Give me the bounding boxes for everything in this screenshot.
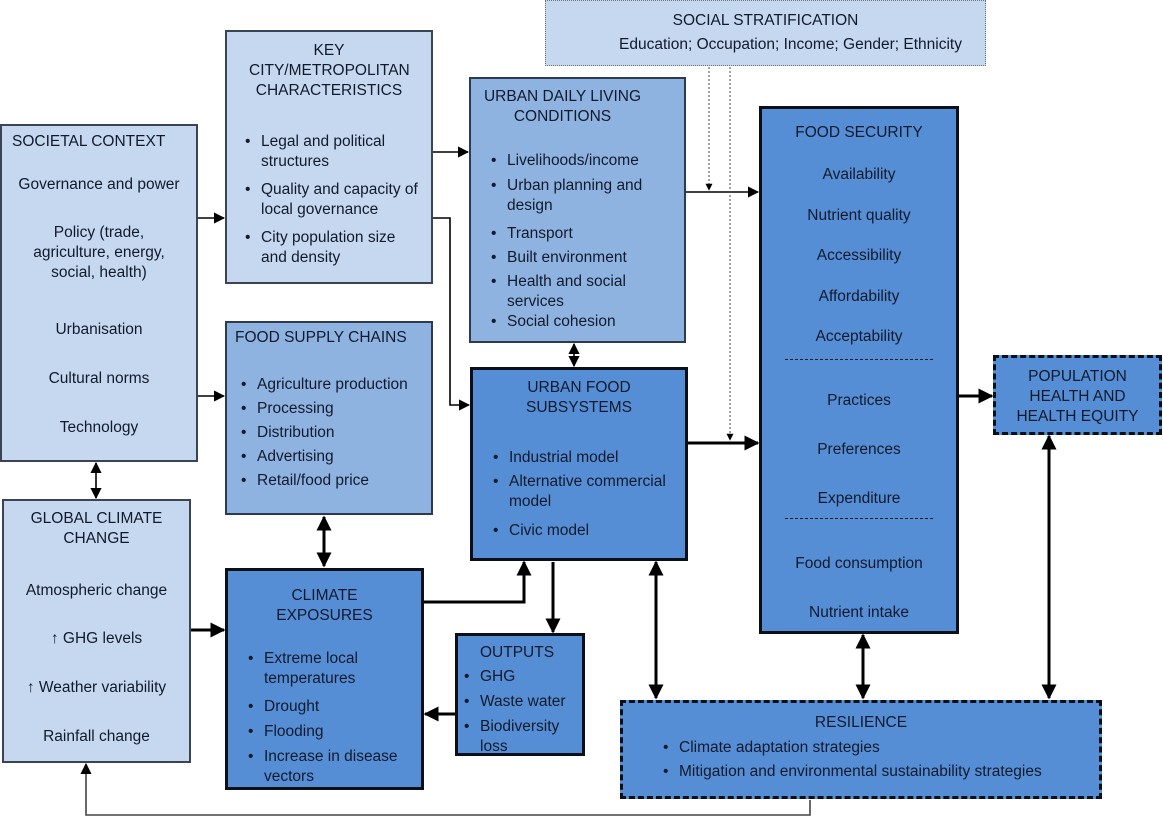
urban-daily-living-item: Social cohesion (487, 312, 683, 332)
food-security-item: Practices (827, 392, 891, 409)
societal-context-item: Cultural norms (48, 370, 150, 387)
key-city-item: Quality and capacity of local governance (241, 180, 421, 220)
social-stratification-box: SOCIAL STRATIFICATION Education; Occupat… (545, 0, 986, 66)
resilience-title: RESILIENCE (814, 714, 908, 731)
societal-context-item: Governance and power (18, 176, 180, 193)
resilience-box: RESILIENCE Climate adaptation strategies… (620, 700, 1102, 799)
outputs-title: OUTPUTS (480, 644, 555, 661)
arrow-keycity-to-foodsubsystems (433, 217, 471, 411)
food-security-title: FOOD SECURITY (795, 124, 923, 141)
food-security-item: Preferences (817, 441, 901, 458)
key-city-title: KEY CITY/METROPOLITAN CHARACTERISTICS (249, 42, 410, 99)
urban-food-subsystems-item: Alternative commercial model (489, 472, 685, 512)
outputs-box: OUTPUTS GHG Waste water Biodiversity los… (455, 633, 585, 756)
resilience-item: Climate adaptation strategies (659, 738, 1099, 758)
food-supply-chains-box: FOOD SUPPLY CHAINS Agriculture productio… (225, 321, 433, 515)
climate-exposures-item: Flooding (244, 722, 422, 742)
food-supply-chains-item: Advertising (237, 447, 433, 467)
urban-daily-living-item: Urban planning and design (487, 176, 683, 216)
global-climate-change-item-text: GHG levels (62, 630, 143, 647)
key-city-item: Legal and political structures (241, 132, 421, 172)
climate-exposures-item: Extreme local temperatures (244, 649, 422, 689)
urban-food-subsystems-item: Civic model (489, 521, 685, 541)
global-climate-change-item: Rainfall change (43, 728, 150, 745)
resilience-list: Climate adaptation strategies Mitigation… (659, 738, 1099, 782)
urban-food-subsystems-item: Industrial model (489, 448, 685, 468)
urban-daily-living-title: URBAN DAILY LIVING CONDITIONS (483, 88, 642, 125)
urban-daily-living-item: Built environment (487, 248, 683, 268)
social-stratification-subtitle: Education; Occupation; Income; Gender; E… (619, 36, 962, 53)
food-supply-chains-item: Agriculture production (237, 375, 433, 395)
increase-arrow-icon: ↑ (26, 679, 35, 696)
societal-context-item: Urbanisation (55, 321, 143, 338)
food-security-separator (785, 359, 933, 360)
population-health-title: POPULATION HEALTH AND HEALTH EQUITY (1016, 368, 1139, 425)
food-security-item: Accessibility (816, 247, 902, 264)
population-health-box: POPULATION HEALTH AND HEALTH EQUITY (993, 355, 1162, 435)
global-climate-change-item: ↑ Weather variability (4, 678, 189, 698)
food-security-box: FOOD SECURITY Availability Nutrient qual… (759, 106, 959, 634)
food-security-item: Availability (822, 166, 896, 183)
food-supply-chains-item: Distribution (237, 423, 433, 443)
climate-exposures-item: Drought (244, 697, 422, 717)
societal-context-item: Technology (59, 419, 139, 436)
key-city-characteristics-box: KEY CITY/METROPOLITAN CHARACTERISTICS Le… (225, 30, 433, 284)
food-security-item: Expenditure (817, 490, 901, 507)
resilience-item: Mitigation and environmental sustainabil… (659, 762, 1099, 782)
global-climate-change-title: GLOBAL CLIMATE CHANGE (30, 510, 163, 547)
food-security-item: Nutrient quality (807, 207, 911, 224)
climate-exposures-list: Extreme local temperatures Drought Flood… (244, 649, 422, 787)
urban-daily-living-item: Transport (487, 224, 683, 244)
food-supply-chains-item: Retail/food price (237, 471, 433, 491)
urban-food-subsystems-list: Industrial model Alternative commercial … (489, 448, 685, 541)
social-stratification-title: SOCIAL STRATIFICATION (672, 12, 859, 29)
outputs-item: GHG (460, 667, 584, 687)
global-climate-change-box: GLOBAL CLIMATE CHANGE Atmospheric change… (2, 499, 191, 763)
food-supply-chains-title: FOOD SUPPLY CHAINS (235, 329, 407, 346)
urban-daily-living-item: Livelihoods/income (487, 151, 683, 171)
climate-exposures-title: CLIMATE EXPOSURES (276, 587, 373, 624)
societal-context-title: SOCIETAL CONTEXT (12, 133, 166, 150)
societal-context-box: SOCIETAL CONTEXT Governance and power Po… (0, 124, 198, 462)
climate-exposures-box: CLIMATE EXPOSURES Extreme local temperat… (225, 568, 424, 790)
global-climate-change-item: ↑ GHG levels (4, 629, 189, 649)
outputs-item: Biodiversity loss (460, 717, 570, 757)
food-security-item: Nutrient intake (809, 604, 909, 621)
food-supply-chains-item: Processing (237, 399, 433, 419)
arrow-exposures-to-foodsubsystems (424, 560, 532, 604)
global-climate-change-item-text: Weather variability (38, 679, 167, 696)
food-security-separator (785, 518, 933, 519)
climate-exposures-item: Increase in disease vectors (244, 747, 422, 787)
societal-context-item: Policy (trade, agriculture, energy, soci… (33, 224, 165, 281)
food-security-item: Acceptability (815, 328, 903, 345)
urban-food-subsystems-box: URBAN FOOD SUBSYSTEMS Industrial model A… (470, 367, 688, 561)
food-security-item: Food consumption (795, 555, 923, 572)
outputs-list: GHG Waste water Biodiversity loss (460, 667, 584, 757)
food-security-item: Affordability (818, 288, 900, 305)
key-city-list: Legal and political structures Quality a… (241, 132, 421, 268)
urban-food-subsystems-title: URBAN FOOD SUBSYSTEMS (526, 379, 632, 416)
urban-daily-living-list: Livelihoods/income Urban planning and de… (487, 151, 683, 332)
increase-arrow-icon: ↑ (50, 630, 59, 647)
food-supply-chains-list: Agriculture production Processing Distri… (237, 375, 433, 491)
outputs-item: Waste water (460, 692, 584, 712)
urban-daily-living-item: Health and social services (487, 272, 683, 312)
urban-daily-living-box: URBAN DAILY LIVING CONDITIONS Livelihood… (469, 77, 686, 343)
key-city-item: City population size and density (241, 228, 421, 268)
global-climate-change-item: Atmospheric change (25, 582, 168, 599)
